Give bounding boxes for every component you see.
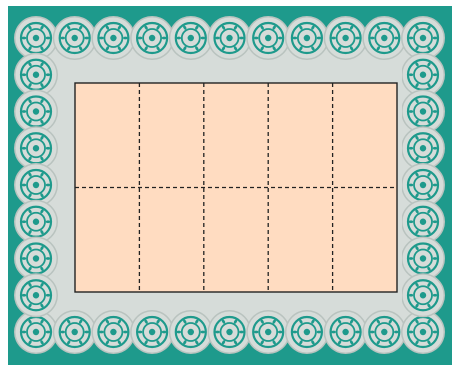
lace-scallop bbox=[324, 16, 368, 60]
lace-scallop bbox=[208, 16, 252, 60]
lace-scallop bbox=[401, 273, 445, 317]
lace-scallop bbox=[285, 16, 329, 60]
lace-scallop bbox=[91, 16, 135, 60]
lace-scallop bbox=[14, 273, 58, 317]
lace-scallop bbox=[130, 310, 174, 354]
lace-scallop bbox=[169, 16, 213, 60]
lace-scallop bbox=[130, 16, 174, 60]
lace-scallop bbox=[208, 310, 252, 354]
lace-scallop bbox=[91, 310, 135, 354]
lace-scallop bbox=[362, 16, 406, 60]
lace-scallop bbox=[246, 310, 290, 354]
lace-scallop bbox=[169, 310, 213, 354]
lace-scallop bbox=[246, 16, 290, 60]
lace-scallop bbox=[324, 310, 368, 354]
lace-scallop bbox=[285, 310, 329, 354]
lace-scallop bbox=[53, 310, 97, 354]
lace-scallop bbox=[362, 310, 406, 354]
lace-scallop bbox=[53, 16, 97, 60]
